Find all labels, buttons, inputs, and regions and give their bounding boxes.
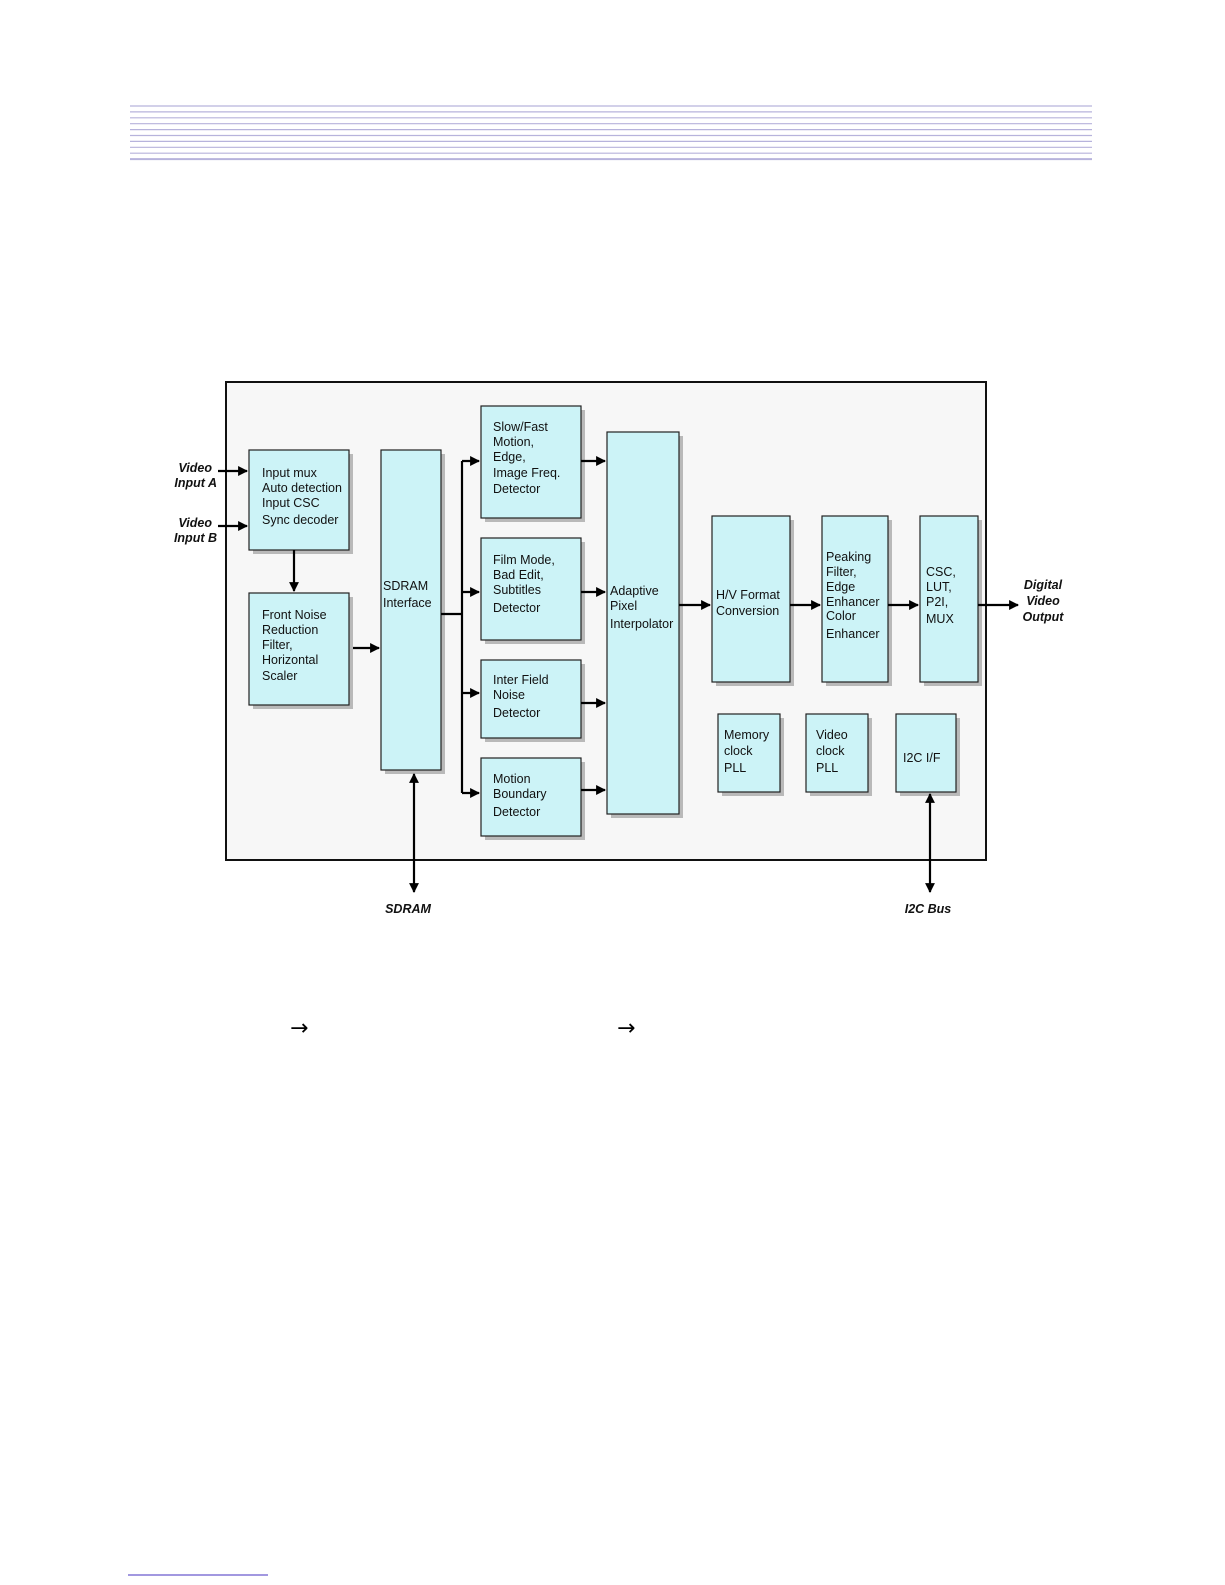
caption-arrow-2: → [617,1016,635,1041]
motion-boundary-line-2: Boundary [493,787,547,801]
sdram-interface-block: SDRAM Interface [380,449,445,774]
video-clock-block: Video clock PLL [805,713,872,796]
input-mux-line-2: Auto detection [262,481,342,495]
svg-text:Video: Video [178,461,212,475]
memory-clock-line-1: Memory [724,728,770,742]
digital-video-output-label: Digital Video Output [1023,578,1065,624]
memory-clock-block: Memory clock PLL [717,713,784,796]
film-mode-line-1: Film Mode, [493,553,555,567]
inter-field-line-3: Detector [493,706,540,720]
csc-lut-block: CSC, LUT, P2I, MUX [919,515,982,686]
memory-clock-line-3: PLL [724,761,746,775]
memory-clock-line-2: clock [724,744,753,758]
input-mux-line-1: Input mux [262,466,318,480]
connectors [218,456,1019,893]
inter-field-block: Inter Field Noise Detector [480,659,585,742]
peaking-line-5: Color [826,609,856,623]
csc-line-4: MUX [926,612,954,626]
motion-detector-line-1: Slow/Fast [493,420,548,434]
motion-detector-line-2: Motion, [493,435,534,449]
peaking-line-2: Filter, [826,565,857,579]
front-noise-line-2: Reduction [262,623,318,637]
csc-line-1: CSC, [926,565,956,579]
adaptive-pixel-line-2: Pixel [610,599,637,613]
front-noise-block: Front Noise Reduction Filter, Horizontal… [248,592,353,709]
sdram-interface-line-2: Interface [383,596,432,610]
video-clock-line-1: Video [816,728,848,742]
front-noise-line-1: Front Noise [262,608,327,622]
peaking-line-1: Peaking [826,550,871,564]
svg-text:Input A: Input A [174,476,217,490]
adaptive-pixel-block: Adaptive Pixel Interpolator [606,431,683,818]
peaking-line-4: Enhancer [826,595,880,609]
svg-text:Digital: Digital [1024,578,1063,592]
motion-detector-block: Slow/Fast Motion, Edge, Image Freq. Dete… [480,405,585,522]
video-clock-line-3: PLL [816,761,838,775]
svg-text:Video: Video [1026,594,1060,608]
film-mode-line-3: Subtitles [493,583,541,597]
hv-format-block: H/V Format Conversion [711,515,794,686]
motion-boundary-line-3: Detector [493,805,540,819]
peaking-line-3: Edge [826,580,855,594]
input-mux-block: Input mux Auto detection Input CSC Sync … [248,449,353,554]
header-rules [130,105,1092,161]
input-mux-line-3: Input CSC [262,496,320,510]
video-input-a-label: Video Input A [174,461,217,490]
video-clock-line-2: clock [816,744,845,758]
svg-text:Video: Video [178,516,212,530]
input-mux-line-4: Sync decoder [262,513,338,527]
front-noise-line-4: Horizontal [262,653,318,667]
i2c-if-block: I2C I/F [895,713,960,796]
front-noise-line-3: Filter, [262,638,293,652]
adaptive-pixel-line-1: Adaptive [610,584,659,598]
svg-text:Input B: Input B [174,531,217,545]
film-mode-line-2: Bad Edit, [493,568,544,582]
caption-arrow-1: → [290,1016,308,1041]
film-mode-block: Film Mode, Bad Edit, Subtitles Detector [480,537,585,644]
csc-line-3: P2I, [926,595,948,609]
film-mode-line-4: Detector [493,601,540,615]
svg-text:Output: Output [1023,610,1065,624]
front-noise-line-5: Scaler [262,669,297,683]
video-input-b-label: Video Input B [174,516,217,545]
hv-format-line-1: H/V Format [716,588,780,602]
inter-field-line-2: Noise [493,688,525,702]
motion-detector-line-3: Edge, [493,450,526,464]
sdram-bus-label: SDRAM [385,902,431,916]
sdram-interface-line-1: SDRAM [383,579,428,593]
peaking-line-6: Enhancer [826,627,880,641]
motion-detector-line-5: Detector [493,482,540,496]
peaking-filter-block: Peaking Filter, Edge Enhancer Color Enha… [821,515,892,686]
inter-field-line-1: Inter Field [493,673,549,687]
i2c-if-label: I2C I/F [903,751,941,765]
csc-line-2: LUT, [926,580,952,594]
motion-boundary-block: Motion Boundary Detector [480,757,585,840]
i2c-bus-label: I2C Bus [905,902,952,916]
motion-detector-line-4: Image Freq. [493,466,560,480]
adaptive-pixel-line-3: Interpolator [610,617,673,631]
hv-format-line-2: Conversion [716,604,779,618]
motion-boundary-line-1: Motion [493,772,531,786]
